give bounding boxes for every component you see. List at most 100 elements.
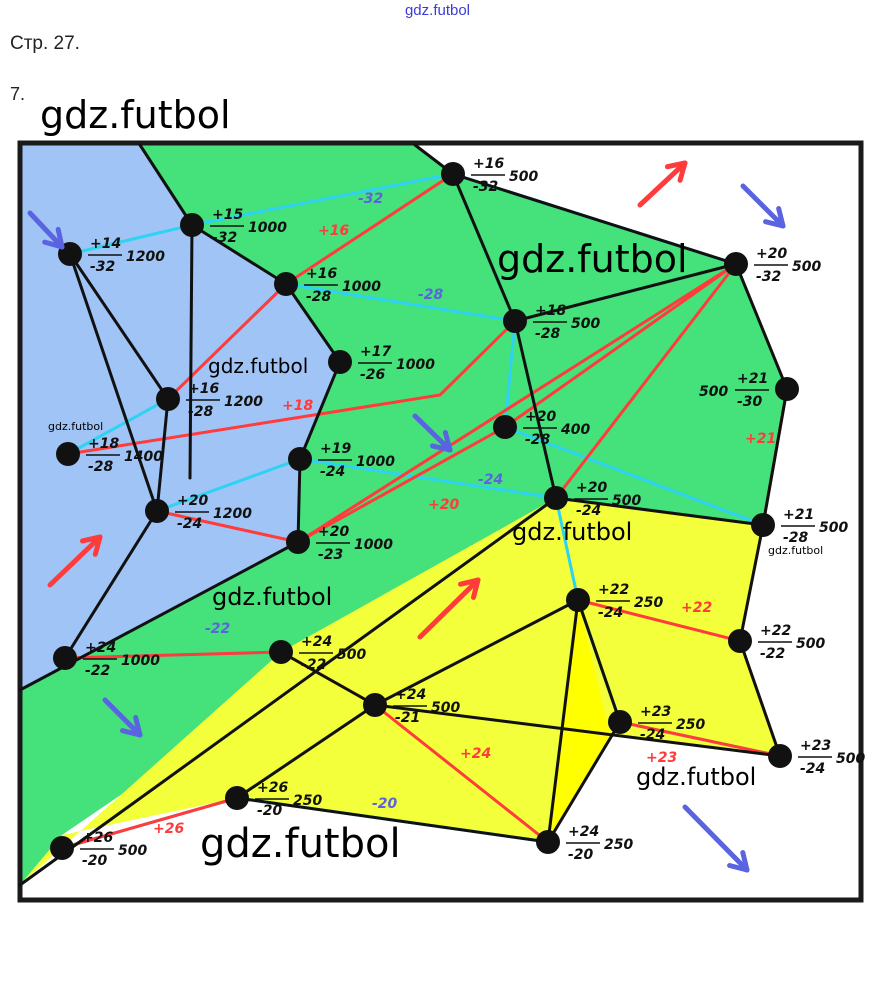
station-dot — [493, 415, 517, 439]
station-precipitation: 1000 — [121, 653, 160, 669]
station-dot — [441, 162, 465, 186]
station-temp-july: +23 — [640, 704, 671, 720]
isotherm-line — [373, 703, 550, 844]
boundary-line — [68, 252, 159, 513]
boundary-line — [738, 639, 782, 758]
arrow-head — [727, 863, 750, 873]
station-dot — [288, 447, 312, 471]
boundary-line — [451, 172, 738, 266]
station-precipitation: 500 — [571, 316, 600, 332]
isotherm-line — [67, 319, 517, 456]
isobar-line — [66, 397, 170, 456]
edge-label: +22 — [681, 600, 712, 616]
station-dot — [566, 588, 590, 612]
arrow-head — [120, 728, 143, 738]
boundary-line — [451, 172, 517, 323]
arrow-head — [55, 226, 65, 250]
isotherm-line — [296, 262, 738, 544]
boundary-line — [188, 223, 194, 480]
station-temp-january: -26 — [360, 367, 386, 383]
boundary-line — [373, 598, 580, 707]
station-temp-january: -24 — [640, 727, 665, 743]
arrow-head — [42, 239, 65, 250]
wind-arrow — [102, 697, 143, 738]
isotherm-line — [155, 509, 300, 544]
station-temp-january: -22 — [301, 657, 326, 673]
station-temp-july: +14 — [90, 236, 121, 252]
wind-arrow — [682, 804, 750, 873]
isotherm-line — [166, 282, 288, 401]
station-temp-july: +24 — [568, 824, 599, 840]
edge-label: -28 — [418, 287, 444, 303]
station-dot — [724, 252, 748, 276]
arrow-head — [442, 430, 453, 453]
station-precipitation: 500 — [792, 259, 821, 275]
station-temp-july: +20 — [576, 480, 607, 496]
boundary-line — [373, 703, 782, 758]
station-temp-july: +15 — [212, 207, 243, 223]
station-temp-january: -20 — [82, 853, 108, 869]
station-temp-january: -22 — [85, 663, 110, 679]
boundary-line — [284, 282, 342, 364]
station-precipitation: 1000 — [396, 357, 435, 373]
station-precipitation: 500 — [509, 169, 538, 185]
station-temp-july: +24 — [85, 640, 116, 656]
station-precipitation: 250 — [676, 717, 705, 733]
boundary-line — [554, 496, 765, 527]
station-temp-january: -24 — [320, 464, 345, 480]
station-precipitation: 1200 — [126, 249, 165, 265]
arrow-head — [677, 160, 688, 183]
station-temp-july: +26 — [82, 830, 113, 846]
station-temp-july: +24 — [395, 687, 426, 703]
boundary-line — [513, 262, 738, 323]
station-precipitation: 1000 — [342, 279, 381, 295]
edge-label: +26 — [153, 821, 184, 837]
station-dot — [50, 836, 74, 860]
station-dot — [751, 513, 775, 537]
station-dot — [728, 629, 752, 653]
station-temp-july: +16 — [188, 381, 219, 397]
station-temp-january: -24 — [177, 516, 202, 532]
watermark: gdz.futbol — [497, 237, 688, 281]
arrow-head — [79, 534, 103, 544]
station-dot — [156, 387, 180, 411]
watermark: gdz.futbol — [212, 583, 332, 611]
boundary-line — [68, 252, 170, 401]
isotherm-line — [576, 598, 742, 643]
watermark: gdz.futbol — [40, 93, 231, 137]
edge-label: -20 — [372, 796, 398, 812]
station-precipitation: 500 — [836, 751, 865, 767]
station-dot — [269, 640, 293, 664]
arrow-head — [664, 160, 688, 170]
boundary-line — [63, 509, 159, 660]
station-temp-january: -24 — [800, 761, 825, 777]
isotherm-line — [63, 650, 283, 660]
station-temp-january: -28 — [306, 289, 332, 305]
boundary-line — [155, 397, 170, 513]
watermark: gdz.futbol — [768, 544, 823, 557]
boundary-line — [546, 598, 580, 844]
station-temp-january: -30 — [737, 394, 763, 410]
edge-label: +24 — [460, 746, 491, 762]
boundary-line — [513, 319, 558, 500]
station-temp-january: -32 — [90, 259, 115, 275]
edge-label: -22 — [205, 621, 230, 637]
station-precipitation: 250 — [634, 595, 663, 611]
station-dot — [286, 530, 310, 554]
arrow-head — [471, 577, 481, 600]
station-dot — [536, 830, 560, 854]
arrow-head — [429, 443, 453, 453]
station-precipitation: 250 — [293, 793, 322, 809]
station-temp-january: -24 — [576, 503, 601, 519]
station-precipitation: 250 — [604, 837, 633, 853]
station-temp-july: +22 — [598, 582, 629, 598]
watermark: gdz.futbol — [48, 420, 103, 433]
station-dot — [145, 499, 169, 523]
edge-label: -32 — [358, 191, 383, 207]
boundary-line — [279, 650, 377, 707]
boundary-line — [235, 703, 377, 800]
station-dot — [768, 744, 792, 768]
station-precipitation: 500 — [337, 647, 366, 663]
isobar-line — [284, 282, 517, 323]
station-temp-july: +16 — [473, 156, 504, 172]
